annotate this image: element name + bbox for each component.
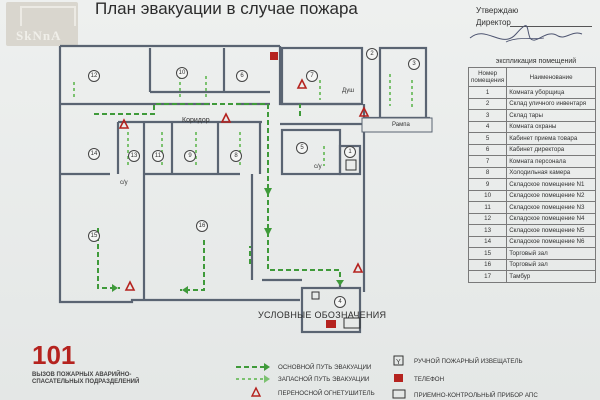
room-marker-7: 7: [306, 70, 318, 82]
legend-call-point: ручной пожарный извещатель: [414, 358, 523, 365]
room-marker-10: 10: [176, 67, 188, 79]
director-label: Директор: [476, 18, 511, 27]
explication-caption: экспликация помещений: [495, 58, 577, 65]
approval-label: Утверждаю: [476, 6, 519, 15]
brand-logo: SkNnA: [6, 2, 78, 46]
room-marker-4: 4: [334, 296, 346, 308]
legend-symbols-right: Y: [392, 355, 406, 399]
signature-line: [510, 26, 592, 27]
col-num-header: Номер помещения: [467, 67, 508, 87]
emergency-number: 101: [32, 340, 76, 370]
emergency-text: вызов пожарных аварийно-спасательных под…: [32, 372, 140, 385]
room-marker-16: 16: [196, 220, 208, 232]
legend-spare-route: запасной путь эвакуации: [278, 376, 370, 383]
wc-label-2: с/у: [314, 164, 322, 170]
room-marker-8: 8: [230, 150, 242, 162]
col-name-header: Наименование: [506, 67, 596, 87]
legend-alarm-panel: приемно-контрольный прибор АПС: [414, 392, 538, 399]
svg-text:Y: Y: [396, 359, 401, 366]
legend-title: УСЛОВНЫЕ ОБОЗНАЧЕНИЯ: [258, 310, 387, 320]
corridor-label: Коридор: [182, 117, 210, 124]
room-marker-13: 13: [128, 150, 140, 162]
legend-extinguisher: переносной огнетушитель: [278, 390, 375, 397]
room-marker-3: 3: [408, 58, 420, 70]
legend-symbols: [236, 363, 270, 397]
room-marker-5: 5: [296, 142, 308, 154]
room-marker-14: 14: [88, 148, 100, 160]
room-marker-9: 9: [184, 150, 196, 162]
page-title: План эвакуации в случае пожара: [95, 0, 358, 18]
legend-main-route: основной путь эвакуации: [278, 364, 372, 371]
room-marker-6: 6: [236, 70, 248, 82]
rooms-explication: экспликация помещений Номер помещения На…: [467, 58, 596, 283]
room-marker-12: 12: [88, 70, 100, 82]
room-marker-11: 11: [152, 150, 164, 162]
room-marker-15: 15: [88, 230, 100, 242]
room-marker-1: 1: [344, 146, 356, 158]
legend-phone: телефон: [414, 376, 445, 383]
signature-icon: [469, 25, 583, 43]
shower-label: Душ: [342, 88, 355, 94]
room-marker-2: 2: [366, 48, 378, 60]
ramp-label: Рампа: [392, 122, 410, 128]
wc-label-1: с/у: [120, 180, 128, 186]
